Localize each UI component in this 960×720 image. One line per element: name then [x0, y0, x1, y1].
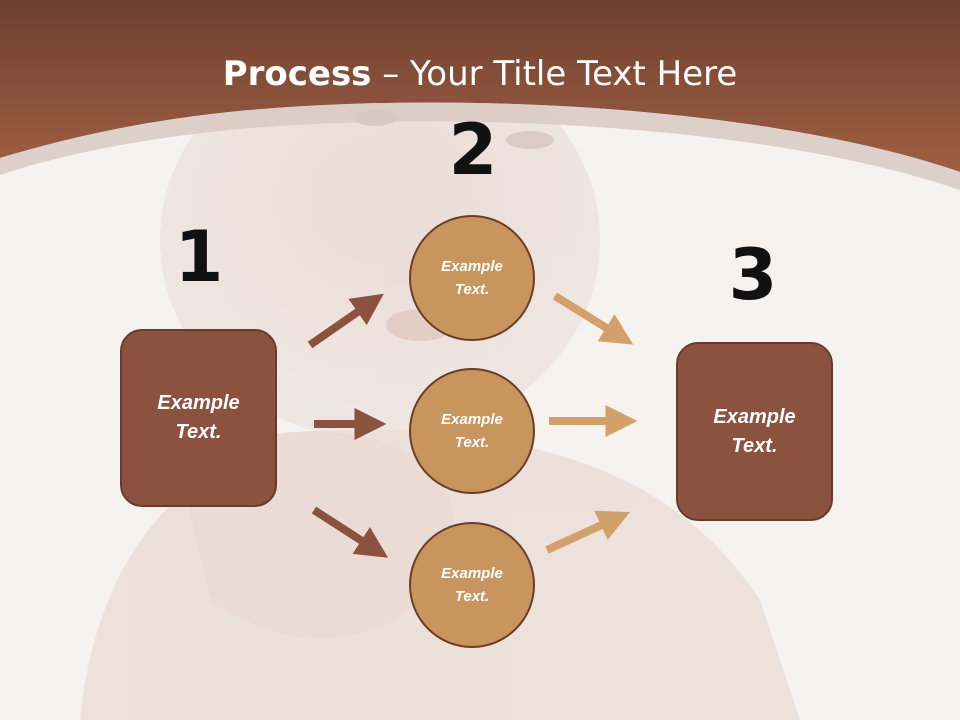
top-node-label: Example Text. — [441, 258, 503, 298]
slide-title: Process – Your Title Text Here — [0, 52, 960, 96]
bottom-node-label: Example Text. — [441, 565, 503, 605]
step-number-3: 3 — [728, 234, 778, 316]
title-rest: – Your Title Text Here — [371, 54, 738, 94]
process-node-middle: Example Text. — [409, 368, 535, 494]
middle-node-label: Example Text. — [441, 411, 503, 451]
arrow-from-top — [552, 292, 634, 345]
arrow-to-top — [307, 293, 384, 349]
arrow-from-bottom — [545, 510, 631, 554]
process-box-start: Example Text. — [120, 329, 277, 507]
end-box-label: Example Text. — [713, 405, 796, 457]
header-band — [0, 0, 960, 172]
step-number-1: 1 — [174, 216, 224, 298]
arrow-to-bottom — [311, 506, 389, 558]
step-number-2: 2 — [448, 109, 498, 191]
process-node-top: Example Text. — [409, 215, 535, 341]
process-node-bottom: Example Text. — [409, 522, 535, 648]
process-box-end: Example Text. — [676, 342, 833, 521]
title-bold: Process — [222, 54, 372, 94]
start-box-label: Example Text. — [157, 392, 240, 443]
header-swoosh — [0, 102, 960, 190]
